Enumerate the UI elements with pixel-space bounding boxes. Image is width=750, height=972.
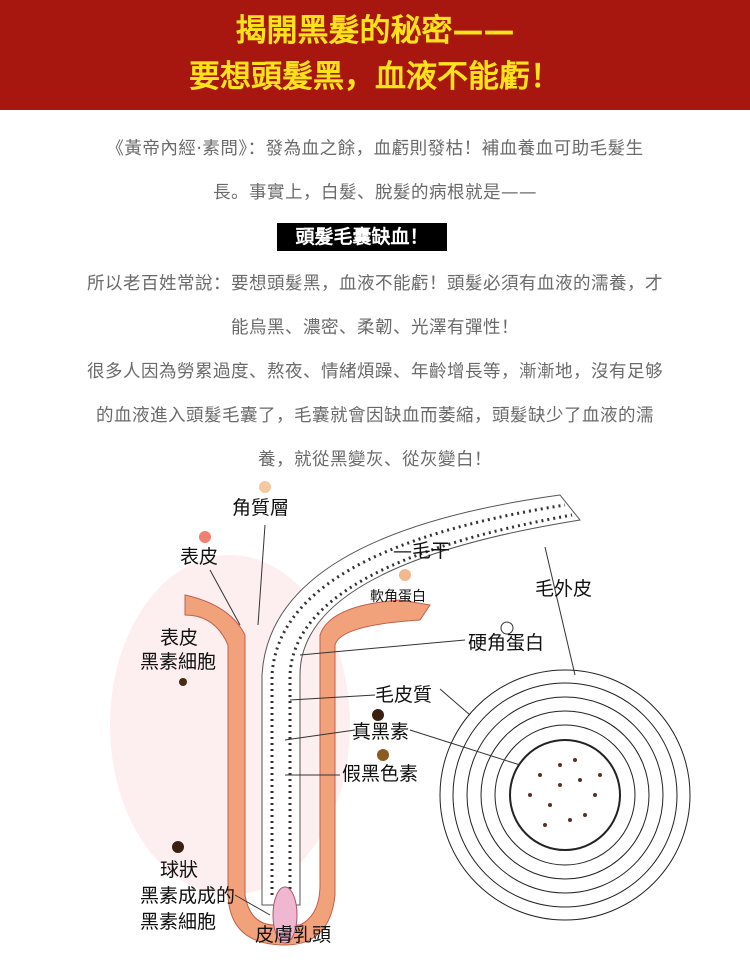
label-eumelanin: 真黑素 [352,721,410,743]
label-epidermis: 表皮 [180,546,219,568]
header-banner: 揭開黑髮的秘密—— 要想頭髮黑，血液不能虧！ [0,0,750,110]
body-text-line: 所以老百姓常說：要想頭髮黑，血液不能虧！頭髮必須有血液的濡養，才 [87,274,663,294]
label-soft-keratin: 軟角蛋白 [370,589,426,605]
label-bulb: 黑素細胞 [140,911,217,933]
header-title-line1: 揭開黑髮的秘密—— [235,13,515,49]
label-papilla: 皮膚乳頭 [255,924,332,946]
label-hard-keratin: 硬角蛋白 [468,632,545,654]
body-text-line: 長。事實上，白髮、脫髮的病根就是—— [213,183,537,203]
body-text-line: 的血液進入頭髮毛囊了，毛囊就會因缺血而萎縮，頭髮缺少了血液的濡 [96,406,654,426]
hair-follicle-diagram [110,481,691,946]
body-text-line: 《黃帝內經·素問》：發為血之餘，血虧則發枯！補血養血可助毛髮生 [106,139,644,159]
label-cortex: 毛皮質 [375,684,433,706]
label-bulb: 球狀 [160,859,199,881]
label-melanocyte: 黑素細胞 [140,651,217,673]
label-stratum: 角質層 [232,497,290,519]
body-text-line: 很多人因為勞累過度、熬夜、情緒煩躁、年齡增長等，漸漸地，沒有足够 [87,362,663,382]
body-text-line: 能烏黑、濃密、柔韌、光澤有彈性！ [231,318,519,338]
highlight-text: 頭髮毛囊缺血！ [277,223,447,251]
header-title-line2: 要想頭髮黑，血液不能虧！ [189,59,561,95]
label-bulb: 黑素成成的 [140,885,236,907]
label-melanocyte: 表皮 [160,627,199,649]
label-pheomelanin: 假黑色素 [342,763,419,785]
label-cuticle: 毛外皮 [535,578,593,600]
label-shaft: —毛干 [393,540,451,562]
body-text-line: 養，就從黑變灰、從灰變白！ [258,450,492,470]
